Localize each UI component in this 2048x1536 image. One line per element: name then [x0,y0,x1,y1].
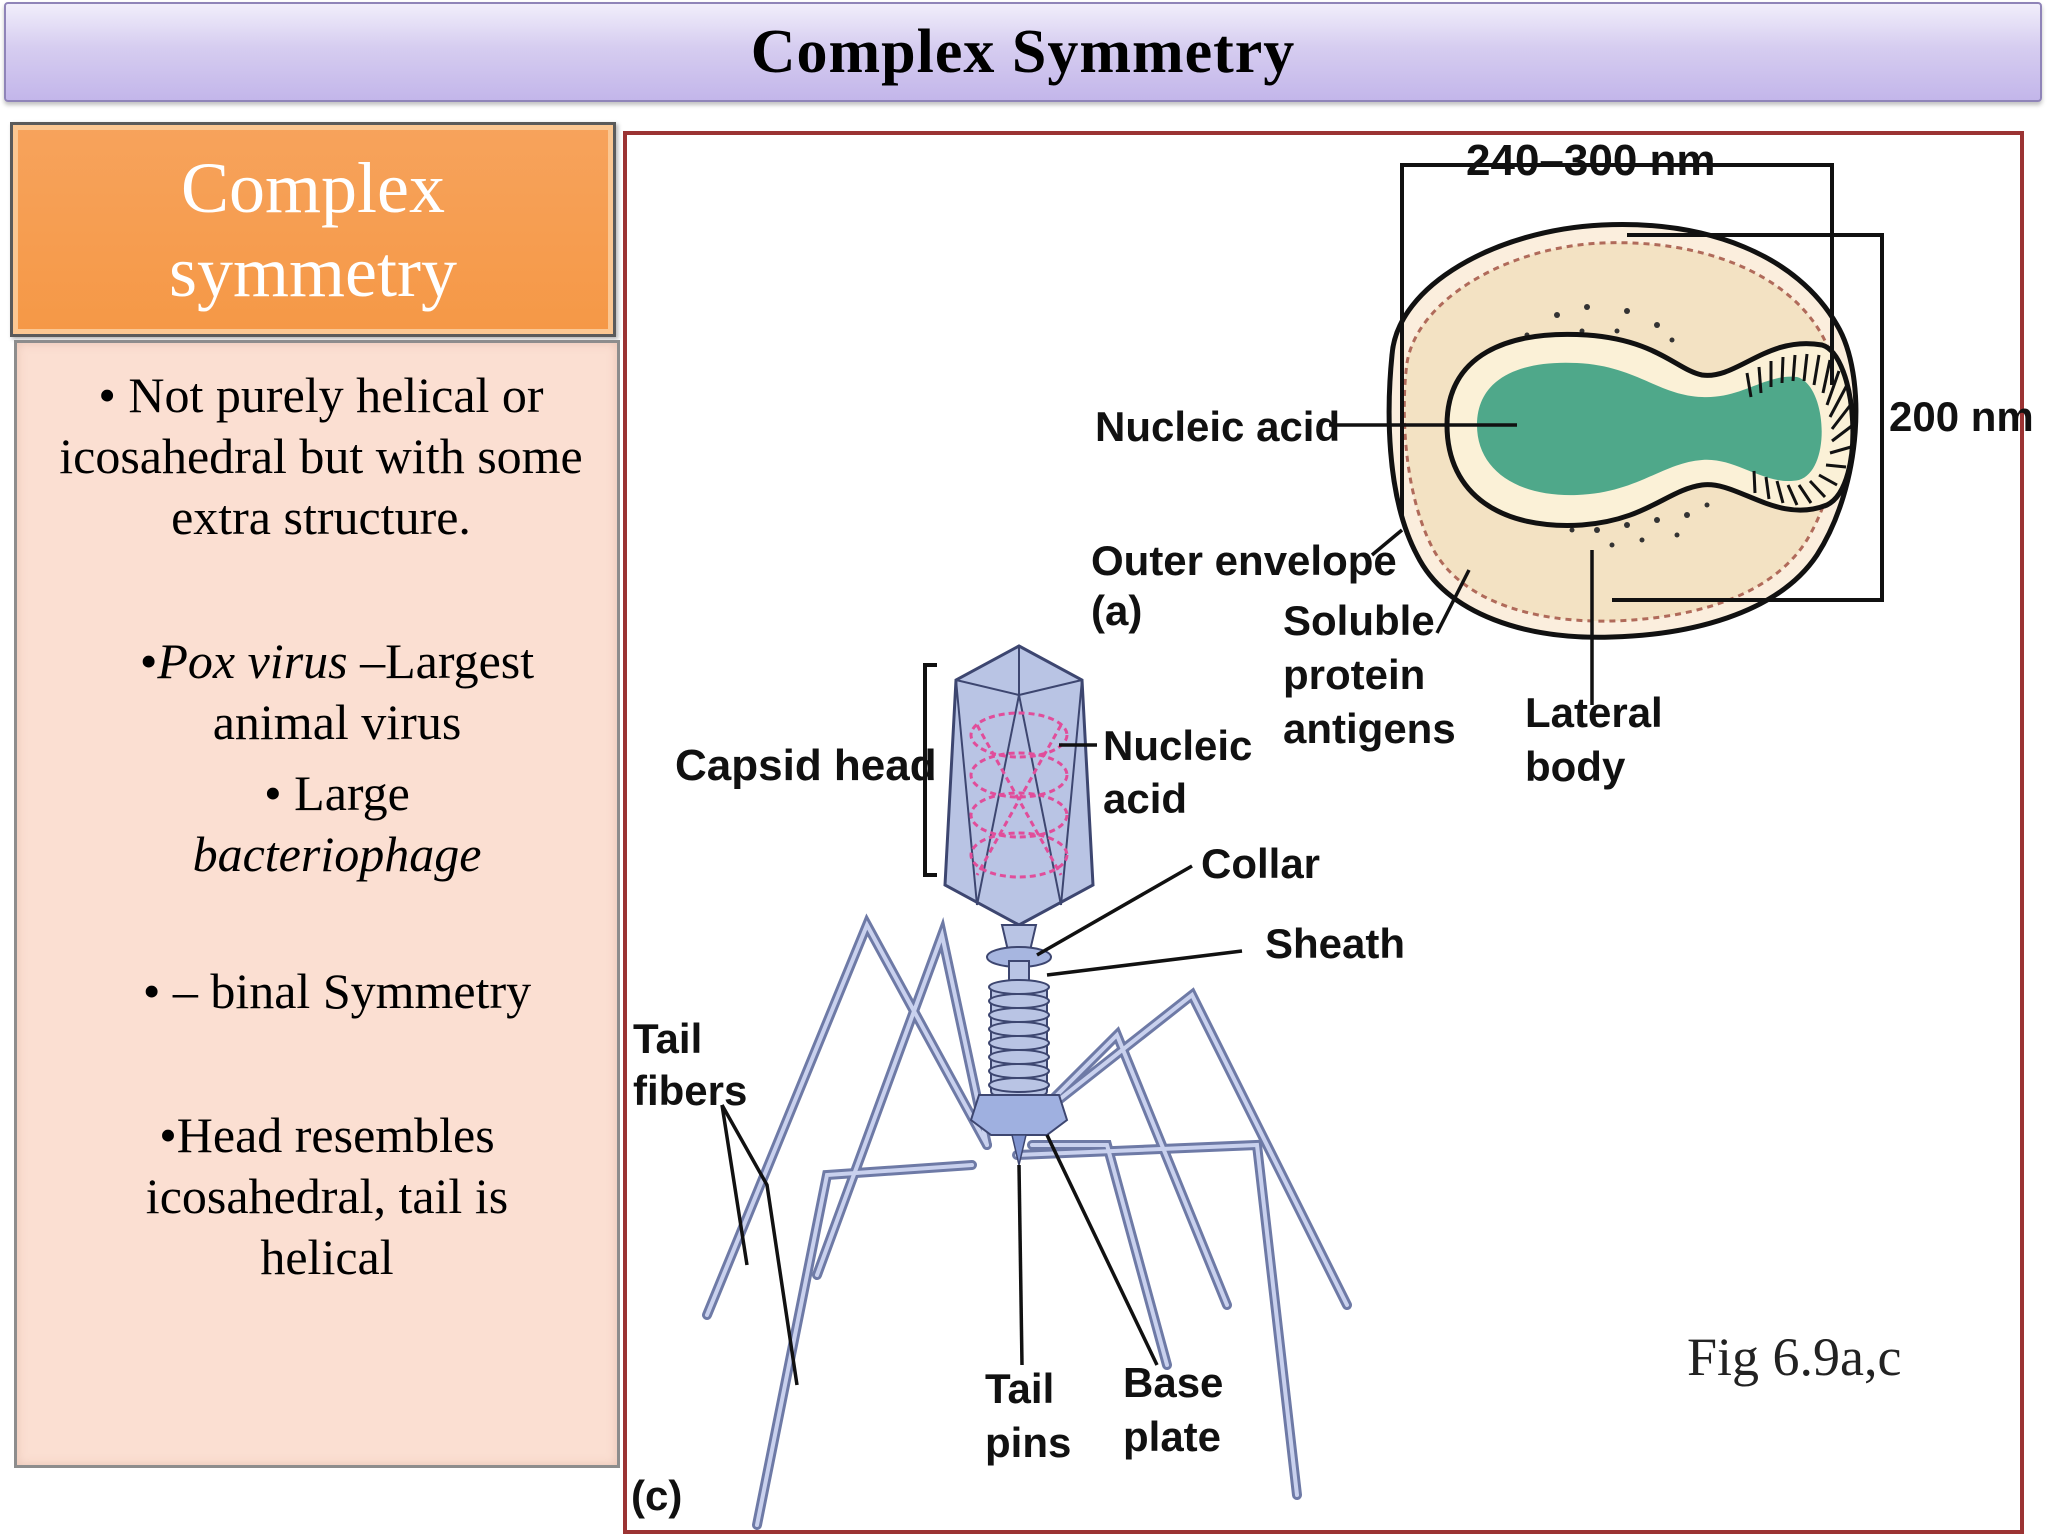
base-plate-label-2: plate [1123,1413,1221,1460]
pox-panel-label: (a) [1091,587,1142,634]
sidebar-header-text: Complex symmetry [169,147,457,312]
tail-pins-label-2: pins [985,1419,1071,1466]
pox-outer-envelope-label: Outer envelope [1091,537,1397,584]
pox-antigens-label: antigens [1283,705,1456,752]
collar-label: Collar [1201,840,1320,887]
pox-soluble-label: Soluble [1283,597,1435,644]
bullet-not-purely-helical: • Not purely helical or icosahedral but … [41,365,601,548]
tail-fibers-label-2: fibers [633,1067,747,1114]
bullet-text: • Not purely helical or icosahedral but … [59,367,583,545]
phage-nucleic-acid-coil [969,711,1069,879]
bullet-pox-virus: •Pox virus –Largest animal virus [87,631,587,753]
base-plate-label-1: Base [1123,1359,1223,1406]
phage-base-plate [969,1094,1069,1136]
figure-panel: 240–300 nm 200 nm Nucleic acid Outer env… [623,131,2034,1534]
bacteriophage-term: bacteriophage [192,826,482,882]
pox-width-label: 240–300 nm [1466,136,1716,185]
phage-panel-label: (c) [631,1472,682,1519]
pox-nucleic-acid-label: Nucleic acid [1095,403,1340,450]
figure-caption: Fig 6.9a,c [1687,1327,1901,1387]
phage-leader-lines [720,743,1243,1386]
phage-tail-fibers-inner [705,920,1349,1527]
large-text: • Large [264,765,410,821]
pox-height-label: 200 nm [1889,393,2034,440]
tail-pins-label-1: Tail [985,1365,1054,1412]
pox-virus-term: Pox virus [157,633,348,689]
sheath-label: Sheath [1265,920,1405,967]
pox-body-label: body [1525,743,1626,790]
pox-nucleoid [1477,362,1822,496]
bullet-text: •Head resembles icosahedral, tail is hel… [145,1107,509,1285]
bullet-binal-symmetry: • – binal Symmetry [87,961,587,1022]
poxvirus-illustration: 240–300 nm 200 nm Nucleic acid Outer env… [1091,136,2034,790]
pox-dimension-brackets [1400,163,1884,602]
phage-nucleic-label: Nucleic [1103,722,1252,769]
tail-fibers-label-1: Tail [633,1015,702,1062]
sidebar-header: Complex symmetry [10,122,616,337]
bullet-dot: • [139,633,158,689]
bullet-text: • – binal Symmetry [142,963,532,1019]
pox-protein-label: protein [1283,651,1425,698]
phage-illustration: Capsid head Nucleic acid Collar Sheath T… [631,644,1405,1530]
sidebar-body: • Not purely helical or icosahedral but … [14,340,620,1468]
pox-leader-lines [1329,423,1594,705]
virus-diagram: 240–300 nm 200 nm Nucleic acid Outer env… [631,136,2034,1530]
pox-speckles [1504,304,1710,548]
pox-palisade [1745,353,1854,506]
slide-title: Complex Symmetry [750,17,1296,86]
bullet-large-bacteriophage: • Large bacteriophage [87,763,587,885]
capsid-head-bracket [923,663,937,877]
phage-tail-pin [1011,1134,1027,1166]
slide-title-bar: Complex Symmetry [4,2,2042,102]
phage-sheath [988,979,1050,1096]
capsid-head-label: Capsid head [675,741,937,790]
pox-virus-desc: –Largest animal virus [212,633,535,750]
bullet-head-resembles: •Head resembles icosahedral, tail is hel… [97,1105,557,1288]
pox-lateral-label: Lateral [1525,689,1663,736]
phage-acid-label: acid [1103,775,1187,822]
